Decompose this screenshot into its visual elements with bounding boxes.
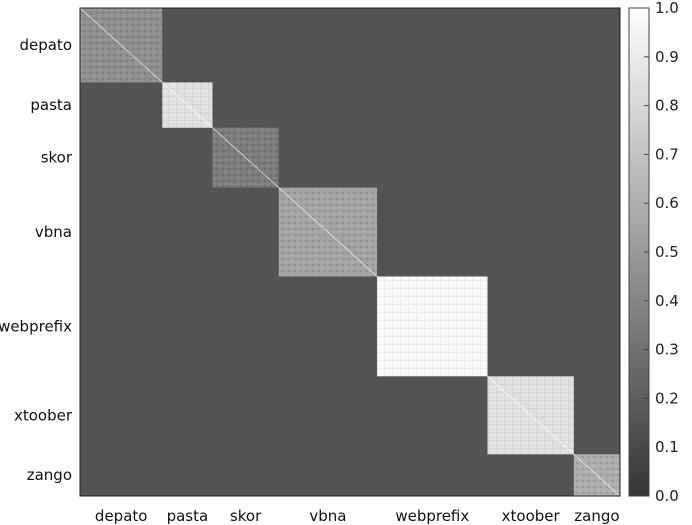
y-tick-label: zango [27, 466, 72, 484]
colorbar-tick-label: 0.6 [655, 194, 679, 212]
colorbar-tick-label: 0.3 [655, 341, 679, 359]
self-similarity-diagonal [376, 276, 488, 377]
colorbar: 0.0 0.1 0.2 0.3 0.4 0.5 0.6 0.7 0.8 0.9 … [628, 0, 679, 505]
colorbar-tick-label: 0.1 [655, 438, 679, 456]
x-tick-label: webprefix [395, 507, 469, 525]
x-tick-label: zango [574, 507, 619, 525]
heatmap-frame [79, 7, 621, 497]
y-tick-label: skor [41, 149, 73, 167]
heatmap-plot-area [79, 7, 621, 497]
colorbar-tick-label: 0.4 [655, 292, 679, 310]
x-tick-label: skor [230, 507, 262, 525]
self-similarity-diagonal [278, 187, 378, 277]
self-similarity-diagonal [161, 82, 213, 129]
y-tick-label: vbna [35, 223, 72, 241]
y-tick-label: webprefix [0, 317, 72, 335]
colorbar-tick-label: 0.9 [655, 48, 679, 66]
self-similarity-diagonal [573, 453, 621, 497]
y-tick-label: depato [19, 36, 72, 54]
colorbar-tick-label: 0.7 [655, 145, 679, 163]
x-axis-labels: depato pasta skor vbna webprefix xtoober… [95, 507, 620, 525]
x-tick-label: depato [95, 507, 148, 525]
colorbar-tick-label: 0.2 [655, 389, 679, 407]
self-similarity-diagonal [212, 127, 280, 188]
y-tick-label: xtoober [14, 406, 73, 424]
y-axis-labels: depato pasta skor vbna webprefix xtoober… [0, 36, 73, 484]
colorbar-tick-label: 0.8 [655, 97, 679, 115]
colorbar-tick-label: 0.5 [655, 243, 679, 261]
self-similarity-diagonal [487, 375, 575, 455]
x-tick-label: vbna [309, 507, 346, 525]
x-tick-label: pasta [167, 507, 209, 525]
colorbar-tick-label: 0.0 [655, 487, 679, 505]
y-tick-label: pasta [30, 96, 72, 114]
self-similarity-diagonal [79, 7, 163, 83]
colorbar-tick-label: 1.0 [655, 0, 679, 17]
x-tick-label: xtoober [502, 507, 561, 525]
